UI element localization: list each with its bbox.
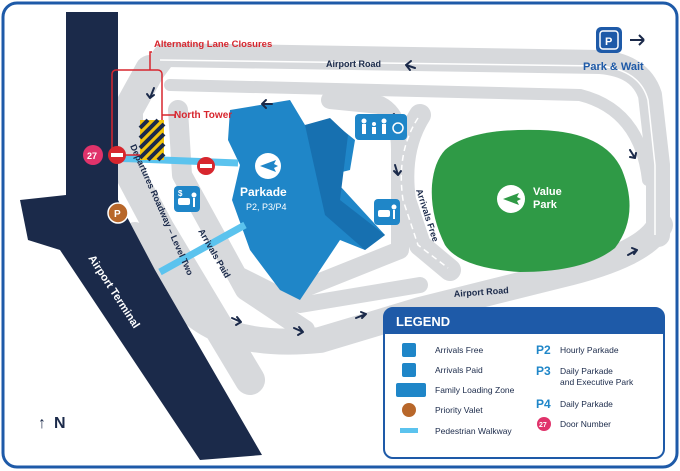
legend-header — [384, 308, 664, 334]
legend-parking-code: P2 — [536, 343, 551, 357]
departures-roadway — [113, 55, 265, 395]
walkway-north — [109, 154, 239, 167]
arrow-icon — [629, 149, 637, 159]
legend-item: Family Loading Zone — [396, 383, 515, 397]
north-label: N — [54, 415, 66, 432]
parkade-plane — [260, 160, 278, 172]
legend-parking-label-2: and Executive Park — [560, 377, 634, 387]
legend-item-label: Priority Valet — [435, 405, 483, 415]
value-park-label-1: Value — [533, 186, 562, 198]
lane-dividers — [159, 59, 656, 269]
door-number-icon — [537, 417, 551, 431]
legend-item-label: Pedestrian Walkway — [435, 426, 512, 436]
arrow-icon — [146, 87, 155, 99]
legend-parking-label: Daily Parkade — [560, 399, 613, 409]
arrow-icon — [355, 311, 367, 319]
parkade-tower — [305, 118, 385, 250]
legend-title: LEGEND — [396, 314, 450, 329]
arrow-icon — [261, 99, 273, 109]
park-and-wait-label: Park & Wait — [583, 61, 644, 73]
legend-item: Priority Valet — [402, 403, 483, 417]
door-number-label: 27 — [87, 151, 97, 161]
parkade-levels: P2, P3/P4 — [246, 202, 287, 212]
parkade-exit-road — [222, 262, 428, 313]
construction-barrier-icon — [138, 118, 166, 162]
family-loading-zone-icon — [396, 383, 426, 397]
pedestrian-walkway-icon — [400, 428, 418, 433]
arrow-icon — [293, 326, 304, 336]
legend-parking-code: P4 — [536, 397, 551, 411]
arrivals-paid-icon — [402, 363, 416, 377]
priority-valet-icon: P — [107, 202, 129, 224]
legend-item-label: Arrivals Free — [435, 345, 483, 355]
legend-parking-item: 27 Door Number — [537, 417, 611, 431]
legend-panel: LEGEND Arrivals Free Arrivals Paid Famil… — [383, 307, 665, 459]
airport-road-upper — [138, 43, 670, 247]
inner-loop-road — [164, 79, 654, 186]
legend-item-label: Arrivals Paid — [435, 365, 483, 375]
value-park-plane — [503, 193, 521, 205]
parkade-building — [228, 100, 385, 300]
arrivals-paid-icon: $ — [174, 186, 200, 212]
direction-arrows — [146, 60, 638, 336]
arrivals-paid-road — [168, 100, 315, 340]
priority-valet-icon — [402, 403, 416, 417]
value-park-lot — [431, 129, 630, 272]
arrivals-free-icon — [374, 199, 400, 225]
pedestrian-walkways — [109, 154, 247, 276]
walkway-south — [158, 221, 247, 276]
legend-parking-item: P4 Daily Parkade — [536, 397, 613, 411]
lane-closure-outline — [111, 69, 163, 156]
parkade-title: Parkade — [240, 185, 287, 199]
svg-text:$: $ — [178, 189, 183, 198]
airport-road-label-top: Airport Road — [326, 59, 381, 69]
svg-text:P: P — [605, 36, 612, 48]
park-and-wait-icon[interactable]: P — [596, 27, 645, 53]
no-entry-icon — [108, 146, 126, 164]
arrow-right-icon — [630, 34, 645, 46]
legend-item: Pedestrian Walkway — [400, 426, 512, 436]
legend-item: Arrivals Paid — [402, 363, 483, 377]
family-loading-zone-icon — [355, 114, 407, 140]
legend-parking-label: Door Number — [560, 419, 611, 429]
lane-closure-callout — [111, 51, 176, 156]
legend-parking-label: Daily Parkade — [560, 366, 613, 376]
legend-parking-item: P2 Hourly Parkade — [536, 343, 619, 357]
north-tower-label: North Tower — [174, 110, 232, 121]
arrow-icon — [231, 316, 242, 326]
road-network — [113, 43, 673, 395]
legend-parking-label: Hourly Parkade — [560, 345, 619, 355]
legend-item: Arrivals Free — [402, 343, 483, 357]
north-arrow-icon: ↑ — [38, 415, 46, 432]
svg-text:P: P — [114, 209, 121, 220]
no-entry-icon — [197, 157, 215, 175]
arrivals-free-icon — [402, 343, 416, 357]
arrow-icon — [393, 164, 402, 176]
arrow-icon — [405, 60, 416, 71]
door-number-icon — [83, 145, 103, 165]
value-park-label-2: Park — [533, 199, 558, 211]
airport-terminal — [20, 12, 262, 460]
legend-parking-code: 27 — [539, 422, 547, 429]
arrow-icon — [627, 247, 638, 256]
legend-parking-code: P3 — [536, 364, 551, 378]
legend-parking-item: P3 Daily Parkade and Executive Park — [536, 364, 634, 387]
alternating-lane-closures-label: Alternating Lane Closures — [154, 39, 272, 50]
airport-road-label-bottom: Airport Road — [453, 285, 509, 299]
legend-item-label: Family Loading Zone — [435, 385, 515, 395]
